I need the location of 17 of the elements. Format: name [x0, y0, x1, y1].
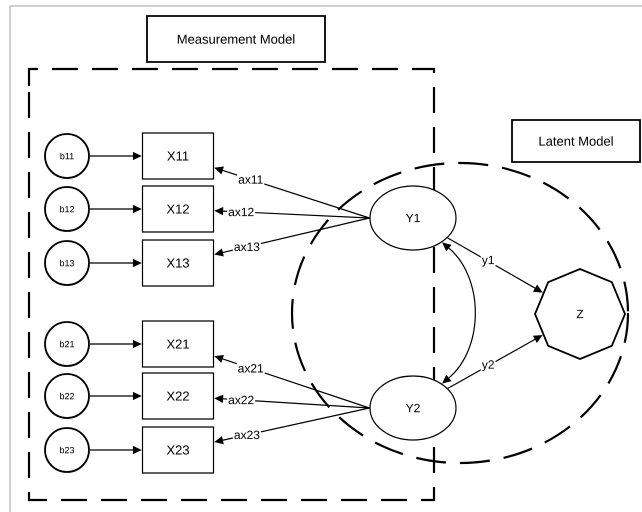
model-title-box: Measurement Model: [146, 15, 326, 63]
model-title-box: Latent Model: [511, 119, 641, 163]
indicator-box: X13: [142, 239, 214, 287]
edge-label: ax23: [232, 430, 261, 440]
indicator-box: X12: [142, 185, 214, 233]
indicator-box: X23: [142, 426, 214, 474]
indicator-box: X21: [142, 320, 214, 368]
indicator-box: X22: [142, 372, 214, 420]
edge-label: y1: [480, 254, 496, 268]
edge-label: ax21: [236, 363, 265, 374]
edge-label: ax13: [232, 242, 261, 252]
edge-label: ax12: [227, 206, 256, 218]
edge-label: ax22: [227, 394, 256, 406]
outcome-octagon: Z: [534, 268, 626, 360]
edge-label: y2: [480, 359, 496, 372]
indicator-box: X11: [142, 132, 214, 180]
edge-label: ax11: [237, 174, 264, 185]
